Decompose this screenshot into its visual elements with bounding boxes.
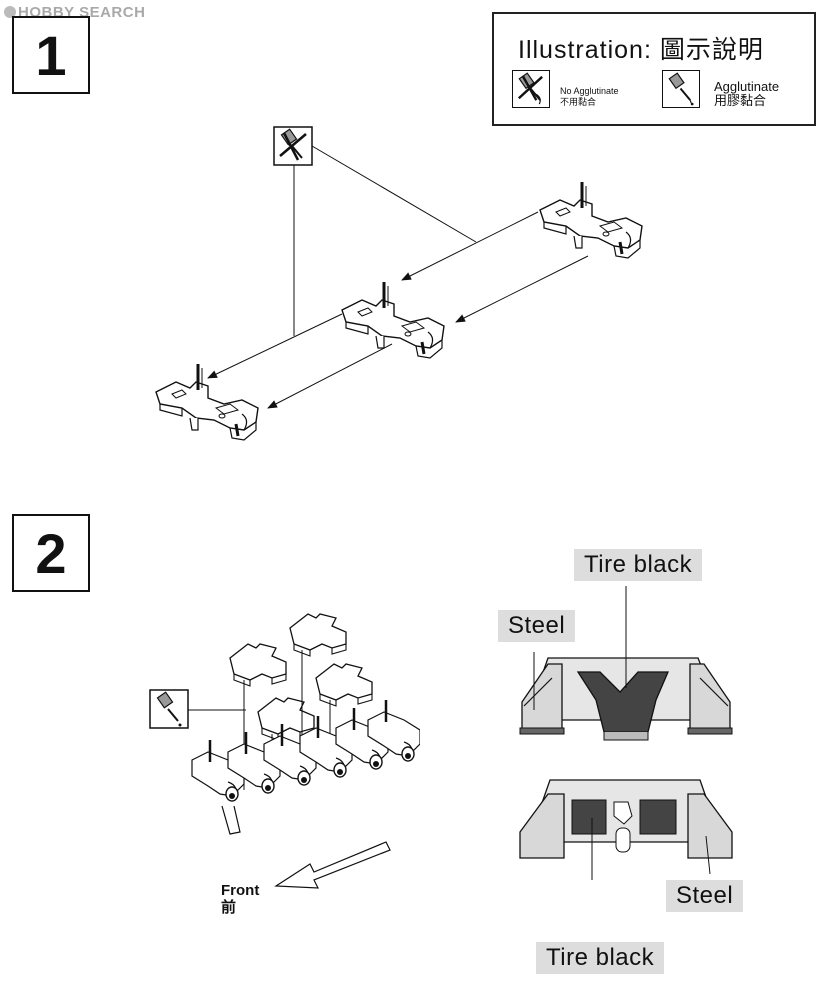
step-1-number: 1 [12,16,90,94]
step-2-number: 2 [12,514,90,592]
link-detail-top [519,657,733,741]
front-label: Front 前 [221,882,260,916]
rubber-pad [315,663,373,707]
no-glue-label-en: No Agglutinate [560,86,619,96]
glue-callout-icon [149,689,189,729]
illustration-legend: Illustration: 圖示說明 No Agglutinate 不用黏合 A… [492,12,816,126]
glue-label-zh: 用膠黏合 [714,93,767,108]
no-glue-callout-icon [273,126,313,166]
step-1-diagram [154,126,644,442]
rubber-pad [289,613,347,657]
no-glue-label-zh: 不用黏合 [560,97,597,107]
step-2-assembly-diagram [149,613,420,835]
glue-icon [662,70,700,108]
rubber-pad [229,643,287,687]
track-link-chain [190,698,420,835]
track-link-middle [340,280,446,360]
link-detail-bottom [519,779,733,859]
track-link-lower [154,362,260,442]
label-steel-top: Steel [498,610,576,642]
label-tire-black-bottom: Tire black [536,942,665,974]
paint-detail-diagrams [519,586,733,880]
label-tire-black-top: Tire black [574,549,703,581]
legend-title: Illustration: 圖示說明 [518,36,764,64]
front-arrow-icon [274,841,391,889]
label-steel-bottom: Steel [666,880,744,912]
no-glue-icon [512,70,550,108]
track-link-upper [538,180,644,260]
watermark-logo-icon [4,6,16,18]
glue-label-en: Agglutinate [714,79,780,94]
